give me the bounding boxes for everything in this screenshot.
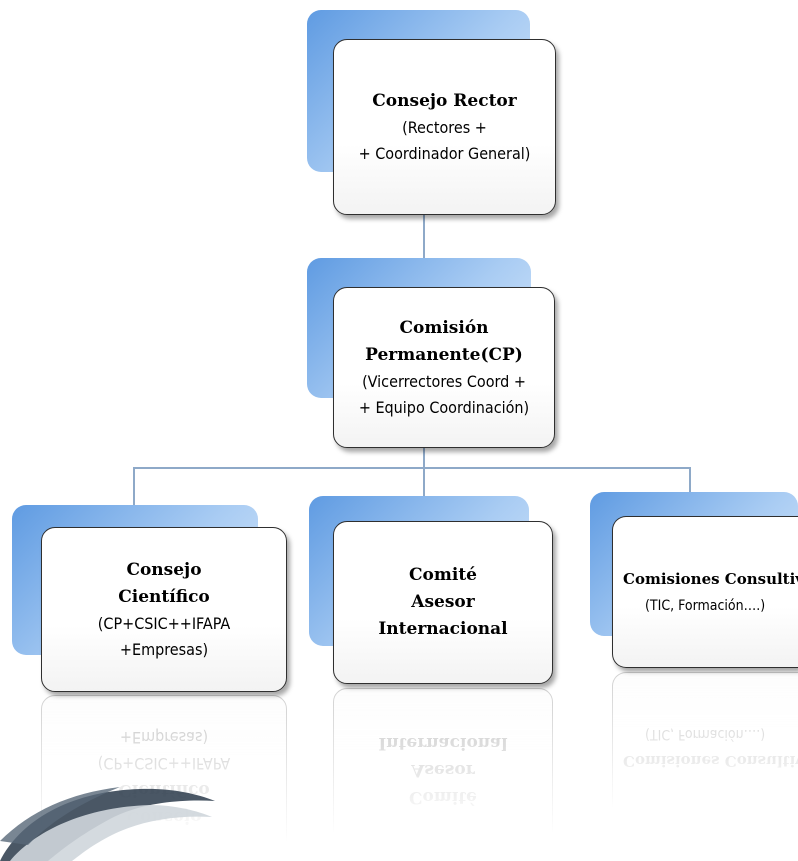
- connector-to-comite-asesor: [423, 467, 425, 505]
- connector-to-comisiones-consultivas: [689, 467, 691, 505]
- connector-horizontal: [133, 467, 691, 469]
- comite-asesor-title2: Asesor: [411, 592, 475, 612]
- consejo-cientifico-title2: Científico: [118, 586, 210, 607]
- comision-permanente-title1: Comisión: [399, 317, 489, 338]
- comite-asesor-reflection: Comité Asesor Internacional: [333, 688, 553, 851]
- comision-permanente-box: Comisión Permanente(CP) (Vicerrectores C…: [333, 287, 555, 448]
- connector-to-consejo-cientifico: [133, 467, 135, 505]
- consejo-cientifico-box: Consejo Científico (CP+CSIC++IFAPA +Empr…: [41, 527, 287, 692]
- comision-permanente-line1: (Vicerrectores Coord +: [362, 371, 526, 391]
- consejo-rector-box: Consejo Rector (Rectores + + Coordinador…: [333, 39, 556, 215]
- comite-asesor-title3: Internacional: [378, 619, 508, 639]
- comite-asesor-box: Comité Asesor Internacional: [333, 521, 553, 684]
- consejo-cientifico-title1: Consejo: [126, 559, 202, 580]
- consejo-cientifico-line1: (CP+CSIC++IFAPA: [97, 613, 231, 633]
- consejo-rector-title: Consejo Rector: [372, 90, 517, 111]
- comisiones-consultivas-box: Comisiones Consultivas (TIC, Formación….…: [612, 516, 798, 668]
- comision-permanente-line2: + Equipo Coordinación): [358, 397, 530, 417]
- consejo-rector-line2: + Coordinador General): [358, 143, 531, 163]
- connector-comision-down: [423, 448, 425, 468]
- comisiones-consultivas-title: Comisiones Consultivas: [623, 569, 798, 588]
- connector-rector-to-comision: [423, 215, 425, 287]
- decorative-swoosh: [0, 787, 215, 861]
- comisiones-consultivas-line1: (TIC, Formación….): [645, 597, 766, 614]
- consejo-rector-line1: (Rectores +: [402, 117, 487, 137]
- consejo-cientifico-line2: +Empresas): [119, 639, 209, 659]
- comite-asesor-title1: Comité: [409, 565, 477, 585]
- comision-permanente-title2: Permanente(CP): [365, 344, 523, 365]
- comisiones-consultivas-reflection: Comisiones Consultivas (TIC, Formación….…: [612, 672, 798, 824]
